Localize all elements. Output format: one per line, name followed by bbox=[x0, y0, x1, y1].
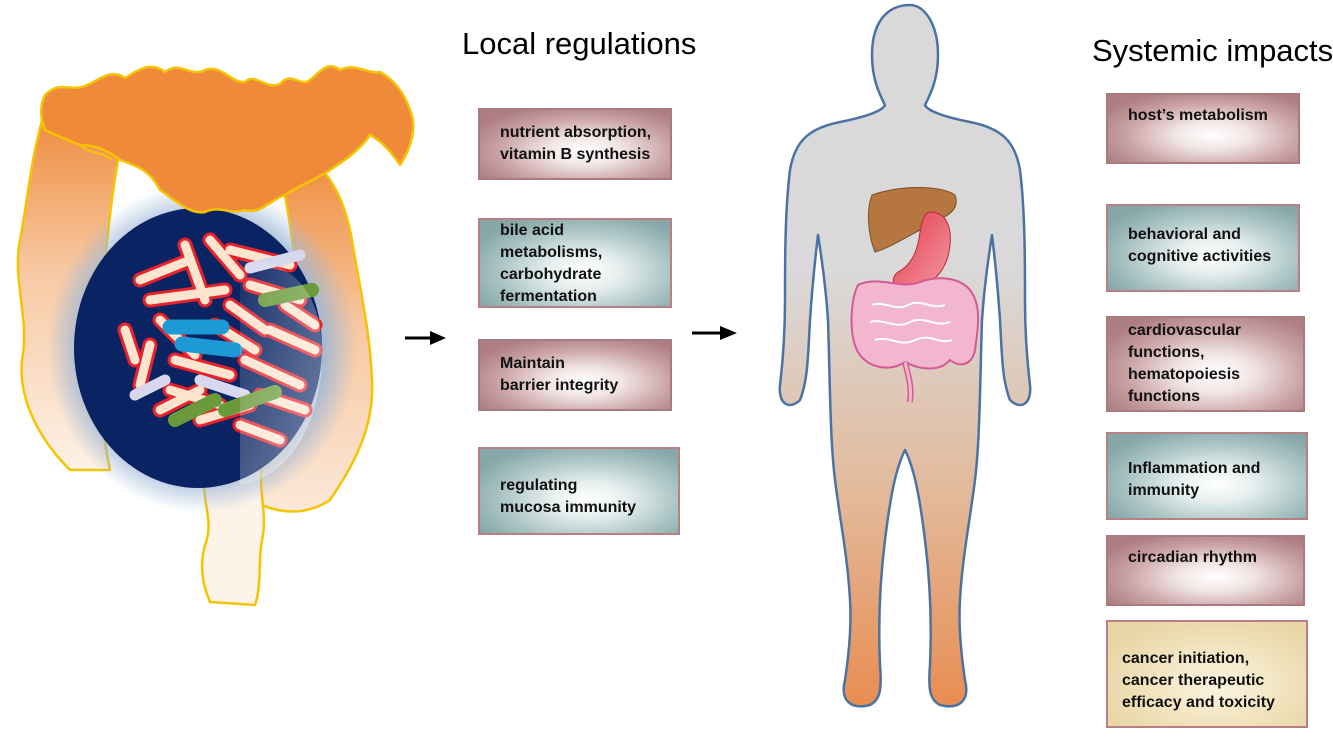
intestines bbox=[850, 277, 980, 403]
systemic-box-label: Inflammation and immunity bbox=[1128, 460, 1261, 499]
systemic-box-label: behavioral and cognitive activities bbox=[1128, 226, 1272, 265]
systemic-box-label: cardiovascular functions, hematopoiesis … bbox=[1128, 322, 1241, 405]
local-box-mucosa-immunity: regulating mucosa immunity bbox=[478, 447, 680, 535]
systemic-box-inflammation-immunity: Inflammation and immunity bbox=[1106, 432, 1308, 520]
systemic-impacts-heading: Systemic impacts bbox=[1092, 33, 1333, 68]
local-box-label: nutrient absorption, vitamin B synthesis bbox=[500, 124, 652, 163]
systemic-box-behavioral-cognitive: behavioral and cognitive activities bbox=[1106, 204, 1300, 292]
systemic-box-cancer: cancer initiation, cancer therapeutic ef… bbox=[1106, 620, 1308, 728]
systemic-box-host-metabolism: host’s metabolism bbox=[1106, 93, 1300, 164]
local-box-label: bile acid metabolisms, carbohydrate ferm… bbox=[500, 222, 603, 305]
systemic-box-label: circadian rhythm bbox=[1128, 549, 1257, 566]
local-box-label: Maintain barrier integrity bbox=[500, 355, 619, 394]
local-box-nutrient-absorption: nutrient absorption, vitamin B synthesis bbox=[478, 108, 672, 180]
local-regulations-heading: Local regulations bbox=[462, 26, 697, 61]
colon-illustration bbox=[16, 64, 415, 607]
arrow-local-to-body bbox=[692, 326, 737, 340]
systemic-box-circadian-rhythm: circadian rhythm bbox=[1106, 535, 1305, 606]
arrow-colon-to-local bbox=[405, 331, 446, 345]
local-box-barrier-integrity: Maintain barrier integrity bbox=[478, 339, 672, 411]
human-body bbox=[778, 3, 1032, 708]
local-box-bile-acid: bile acid metabolisms, carbohydrate ferm… bbox=[478, 218, 672, 308]
systemic-box-label: cancer initiation, cancer therapeutic ef… bbox=[1122, 650, 1275, 711]
local-box-label: regulating mucosa immunity bbox=[500, 477, 637, 516]
systemic-box-label: host’s metabolism bbox=[1128, 107, 1268, 124]
systemic-box-cardiovascular: cardiovascular functions, hematopoiesis … bbox=[1106, 316, 1305, 412]
